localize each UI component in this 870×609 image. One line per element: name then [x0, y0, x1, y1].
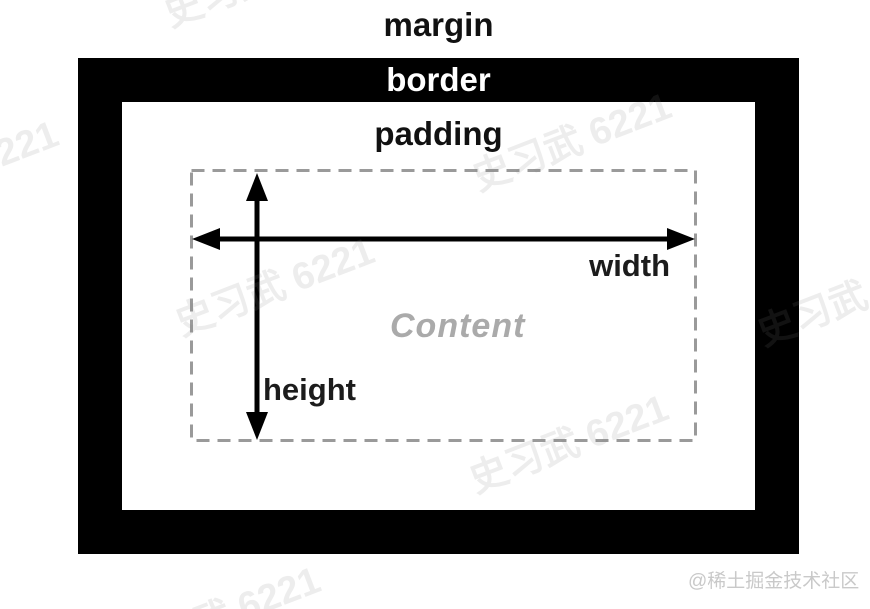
padding-label: padding — [374, 115, 503, 152]
width-arrowhead-right — [667, 228, 695, 250]
height-label: height — [263, 372, 356, 407]
content-dashed-outline — [190, 169, 697, 442]
margin-label: margin — [383, 6, 494, 43]
diagonal-watermark: 史习武 6221 — [0, 113, 65, 227]
content-box: width height Content — [190, 169, 697, 442]
content-label: Content — [390, 307, 526, 345]
diagonal-watermark: 史习武 6221 — [112, 549, 327, 609]
height-arrowhead-top — [246, 173, 268, 201]
height-arrowhead-bottom — [246, 412, 268, 440]
dimension-arrows-drawing — [190, 169, 697, 442]
community-watermark: @稀土掘金技术社区 — [688, 571, 860, 592]
border-box: border padding width he — [78, 58, 799, 554]
padding-box: padding width height Content — [122, 102, 755, 510]
width-arrowhead-left — [192, 228, 220, 250]
width-label: width — [589, 248, 670, 283]
border-label: border — [386, 61, 491, 98]
